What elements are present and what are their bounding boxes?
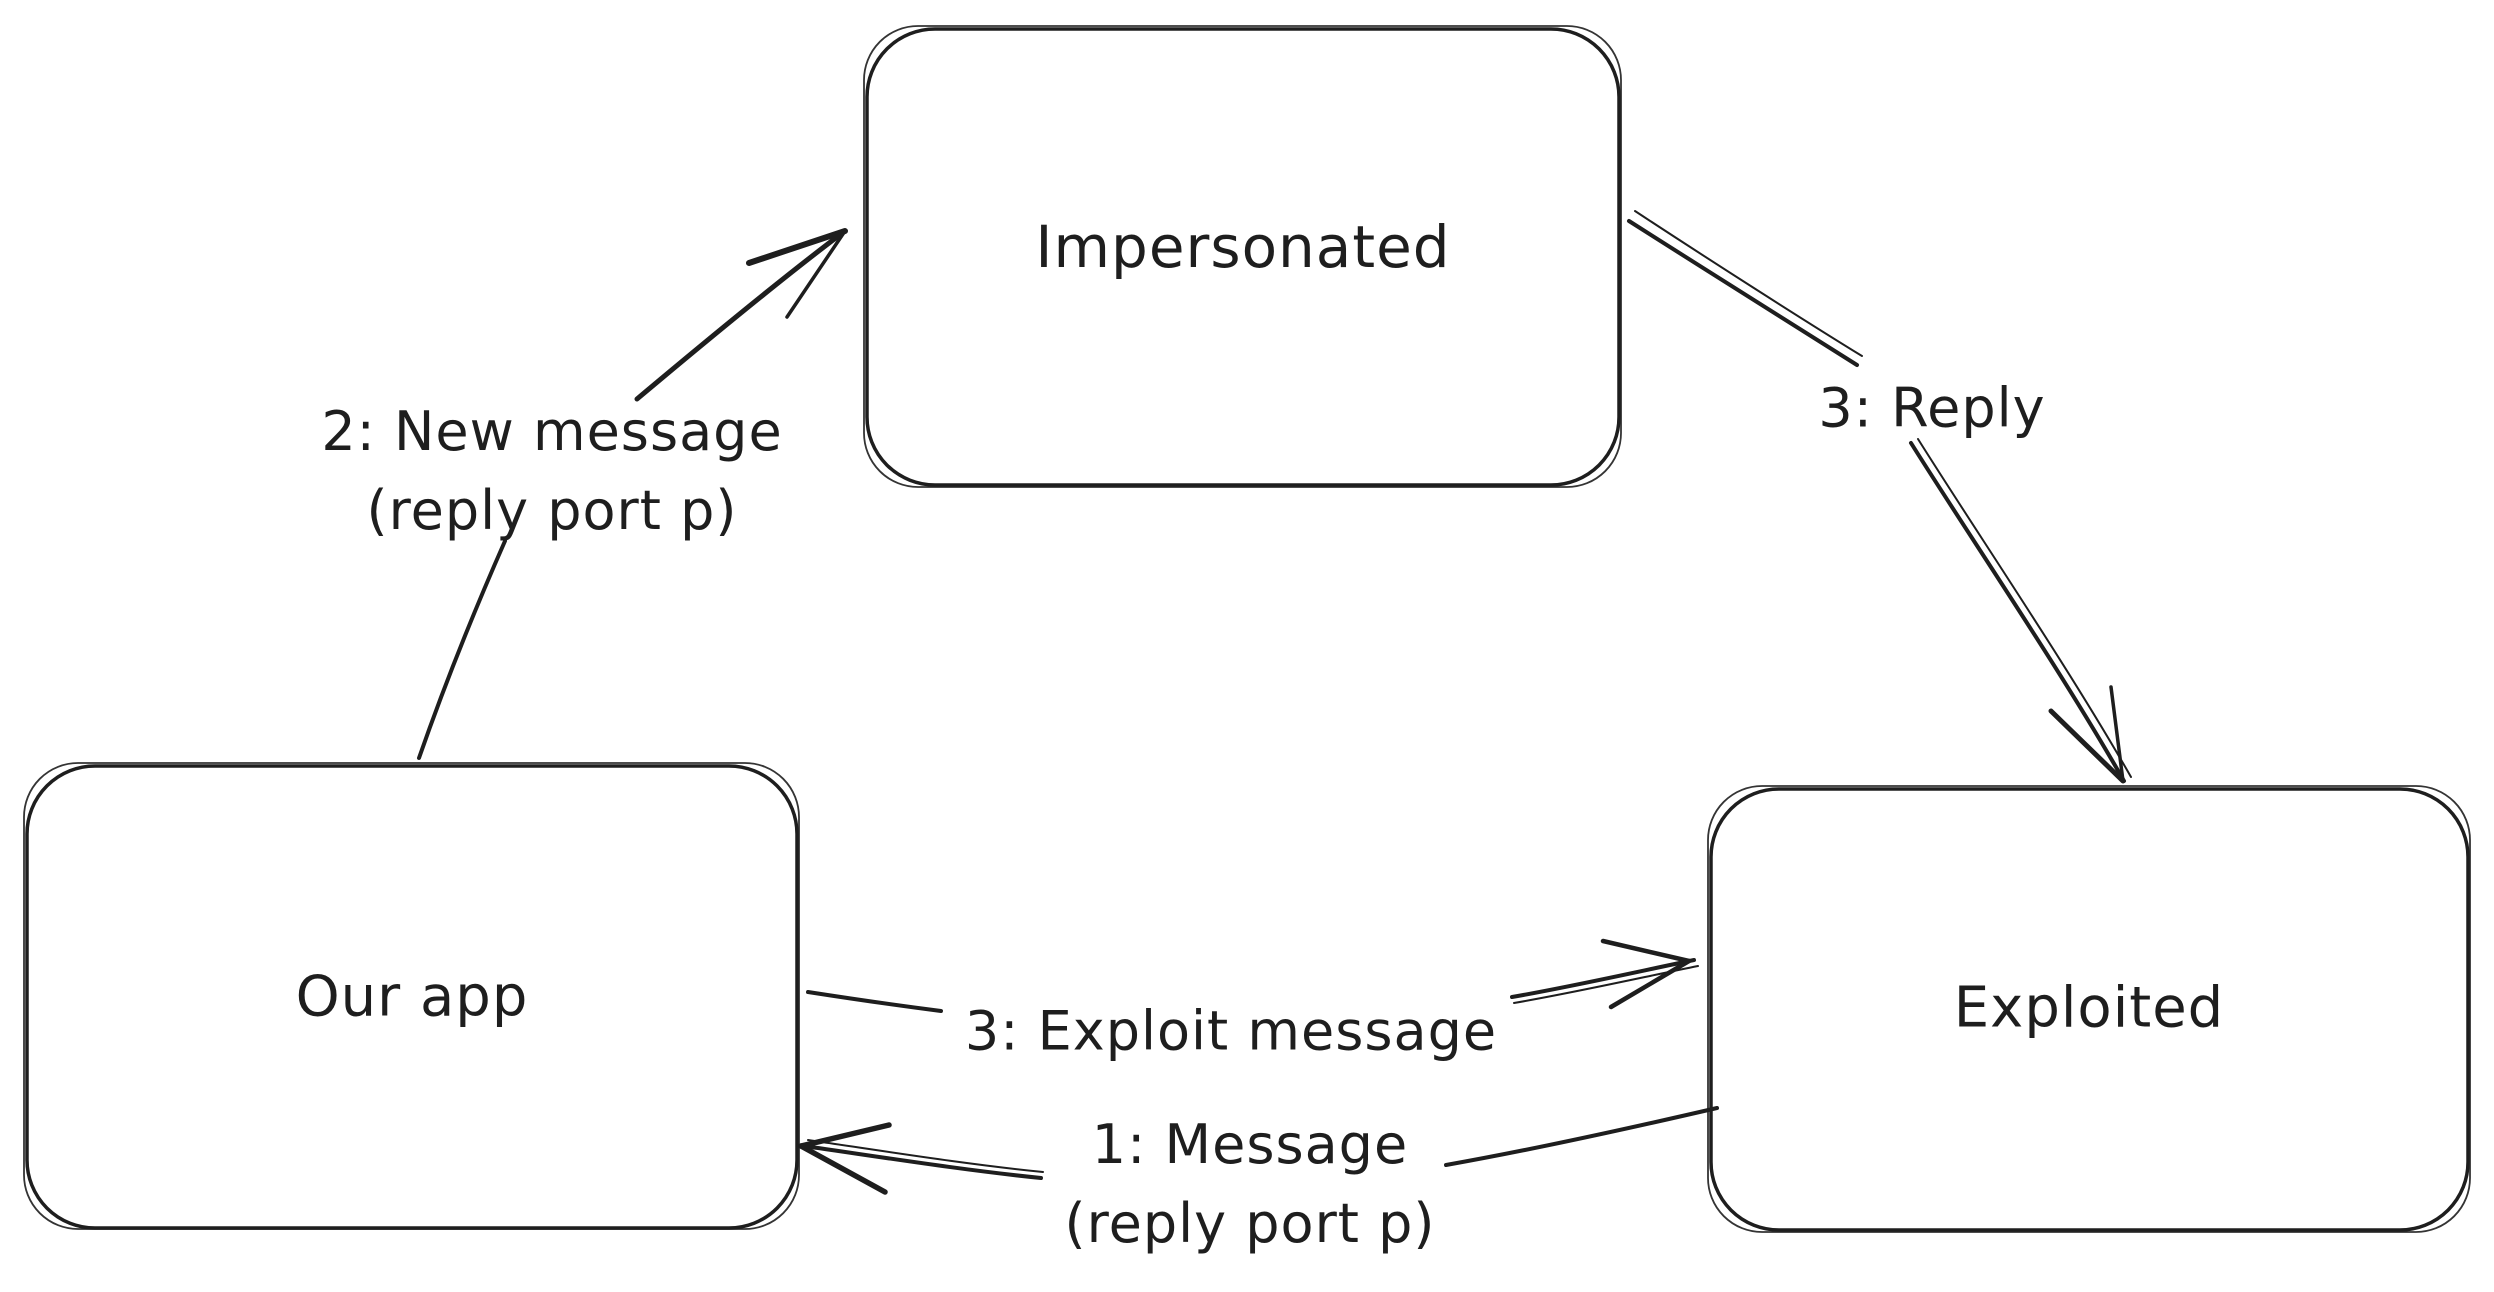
- node-exploited-label: Exploited: [1953, 975, 2225, 1041]
- edge-message-arrow: [798, 1106, 1719, 1195]
- node-impersonated-box: [863, 25, 1622, 488]
- node-impersonated-label: Impersonated: [1035, 213, 1451, 281]
- node-our-app-box: [23, 762, 800, 1230]
- edge-exploit-message-arrow: [806, 938, 1699, 1013]
- node-exploited-box: [1707, 785, 2471, 1233]
- edge-message-label: 1: Message (reply port p): [1065, 1105, 1436, 1263]
- edge-new-message-label-line2: (reply port p): [366, 479, 738, 542]
- edge-new-message-arrow: [417, 228, 848, 760]
- node-our-app-label: Our app: [295, 964, 529, 1030]
- edge-exploit-message-label: 3: Exploit message: [964, 999, 1498, 1063]
- edge-new-message-label-line1: 2: New message: [321, 400, 783, 463]
- edge-reply-arrow: [1627, 210, 2132, 784]
- edge-message-label-line2: (reply port p): [1064, 1192, 1436, 1255]
- edge-new-message-label: 2: New message (reply port p): [321, 392, 782, 550]
- edge-reply-label: 3: Reply: [1818, 376, 2046, 440]
- edge-message-label-line1: 1: Message: [1091, 1113, 1409, 1176]
